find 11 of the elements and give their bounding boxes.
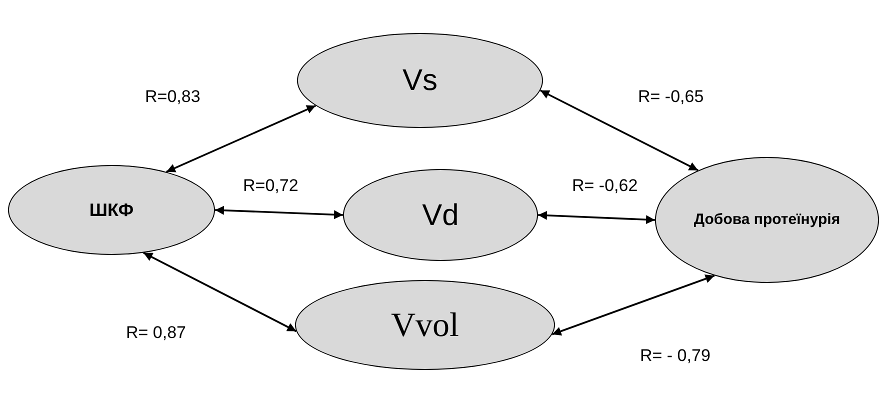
node-label: ШКФ	[89, 198, 134, 222]
node-label: Vd	[422, 198, 459, 234]
double-arrow	[552, 274, 715, 336]
double-arrow	[143, 252, 297, 332]
double-arrow	[166, 104, 316, 173]
node-label: Добова протеїнурія	[692, 210, 842, 230]
double-arrow	[540, 90, 698, 172]
node-label: Vs	[402, 63, 438, 99]
node-label: Vvol	[391, 306, 459, 346]
double-arrow	[214, 206, 344, 220]
double-arrow	[538, 210, 656, 224]
